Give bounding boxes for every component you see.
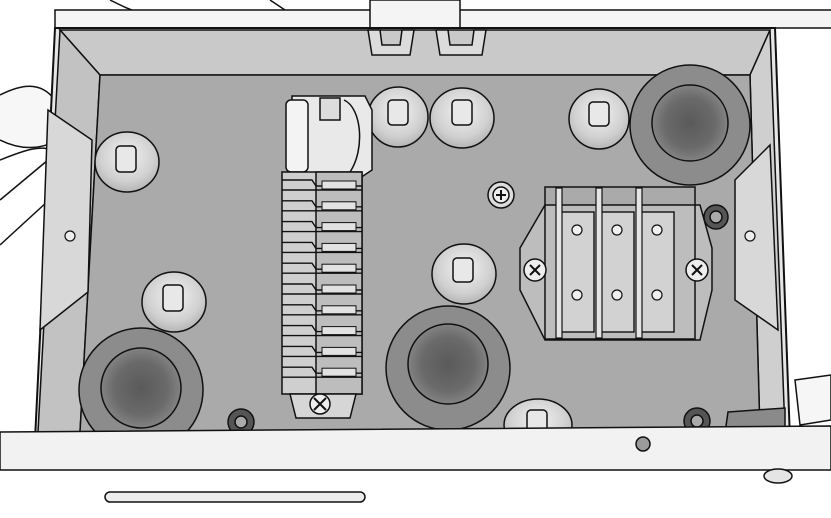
standoff-post-icon <box>568 88 630 150</box>
phillips-screw-icon <box>763 468 793 484</box>
power-block-divider <box>595 187 603 339</box>
left-bracket <box>39 108 93 332</box>
standoff-post-icon <box>431 243 497 305</box>
grommets <box>78 64 751 453</box>
phillips-screw-icon <box>611 289 623 301</box>
power-terminal-block <box>519 186 713 341</box>
top-rail <box>54 0 831 31</box>
phillips-screw-icon <box>651 289 663 301</box>
phillips-screw-icon <box>571 224 583 236</box>
rubber-grommet-icon <box>629 64 751 186</box>
front-lip <box>0 374 831 503</box>
phillips-screw-icon <box>611 224 623 236</box>
terminal-strip-ribs <box>282 179 362 378</box>
standoff-post-icon <box>141 271 207 333</box>
standoff-post-icon <box>94 131 160 193</box>
terminal-strip-cell <box>321 367 357 377</box>
standoffs <box>94 86 630 452</box>
connector-housing <box>285 95 373 179</box>
phillips-screw-icon <box>523 258 547 282</box>
terminal-strip-cell <box>321 201 357 211</box>
phillips-screw-icon <box>309 393 331 415</box>
rubber-grommet-icon <box>385 305 511 431</box>
mounting-hole-icon <box>64 230 76 242</box>
rubber-grommet-icon <box>78 327 204 453</box>
power-block-poles <box>555 187 675 339</box>
phillips-screw-icon <box>487 181 515 209</box>
terminal-strip-cell <box>321 305 357 315</box>
phillips-screw-icon <box>685 258 709 282</box>
terminal-strip-cell <box>321 263 357 273</box>
phillips-screw-icon <box>571 289 583 301</box>
terminal-strip-cell <box>321 284 357 294</box>
hex-nut-icon <box>703 204 729 230</box>
power-block-divider <box>635 187 643 339</box>
standoff-post-icon <box>429 87 495 149</box>
power-block-divider <box>555 187 563 339</box>
back-wall-clips <box>367 29 487 56</box>
mounting-hole-icon <box>635 436 651 452</box>
terminal-strip-cell <box>321 346 357 356</box>
mounting-hole-icon <box>744 230 756 242</box>
standoff-post-icon <box>367 86 429 148</box>
terminal-strip-cell <box>321 222 357 232</box>
terminal-strip <box>281 171 363 419</box>
right-bracket <box>734 143 779 332</box>
phillips-screw-icon <box>651 224 663 236</box>
terminal-strip-cell <box>321 242 357 252</box>
terminal-strip-cell <box>321 326 357 336</box>
terminal-strip-cell <box>321 180 357 190</box>
